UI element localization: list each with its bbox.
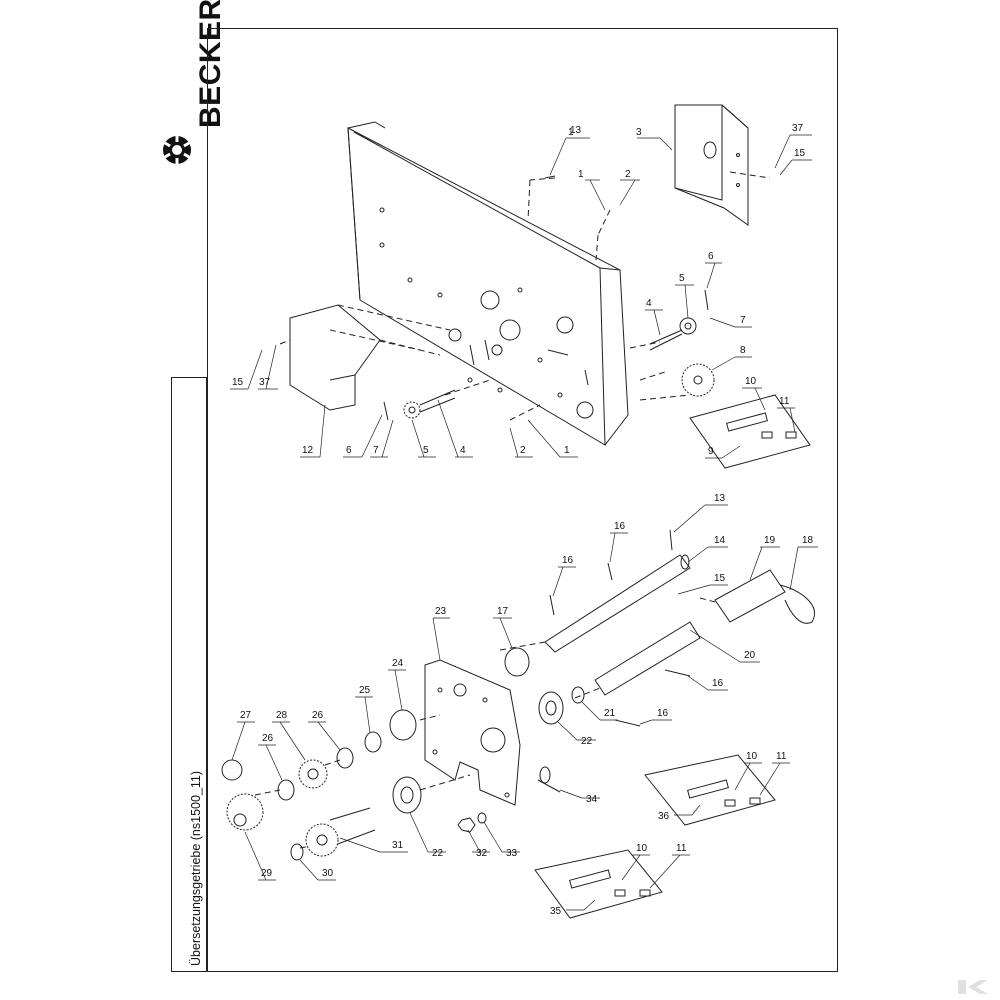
- part-label: 7: [740, 315, 746, 326]
- housing-part-19: [714, 569, 815, 624]
- part-label: 22: [581, 736, 593, 747]
- bolt-part-34: [537, 766, 561, 793]
- part-label: 28: [276, 710, 288, 721]
- spacer-part-26-right: [336, 747, 354, 769]
- shaft-part-20: [594, 621, 701, 696]
- part-label: 31: [392, 840, 404, 851]
- part-label: 29: [261, 868, 273, 879]
- bearing-part-22-upper: [538, 691, 564, 725]
- part-label: 14: [714, 535, 726, 546]
- part-label: 7: [373, 445, 379, 456]
- brand-logo: [160, 0, 194, 175]
- part-label: 6: [708, 251, 714, 262]
- part-label: 16: [562, 555, 574, 566]
- part-label: 20: [744, 650, 756, 661]
- part-label: 16: [657, 708, 669, 719]
- part-label: 9: [708, 446, 714, 457]
- chain-kit-35: [534, 849, 663, 919]
- sprocket-part-5-left: [383, 389, 456, 421]
- ring-part-30: [290, 843, 304, 861]
- sprocket-part-5-right: [649, 289, 709, 351]
- part-label: 37: [792, 123, 804, 134]
- cover-part-12: [289, 304, 381, 411]
- part-label: 33: [506, 848, 518, 859]
- part-label: 10: [745, 376, 757, 387]
- part-label: 15: [714, 573, 726, 584]
- leader-lines: [230, 134, 818, 911]
- cover-part-3: [674, 104, 749, 226]
- part-label: 2: [520, 445, 526, 456]
- part-label: 32: [476, 848, 488, 859]
- part-label: 3: [636, 127, 642, 138]
- part-label: 4: [646, 298, 652, 309]
- bushing-part-17: [504, 647, 530, 677]
- part-label: 13: [714, 493, 726, 504]
- part-label: 8: [740, 345, 746, 356]
- part-label: 10: [746, 751, 758, 762]
- part-label: 1: [578, 169, 584, 180]
- pin-part-27: [221, 759, 243, 781]
- chain-kit-36: [644, 754, 776, 826]
- part-label: 13: [570, 125, 582, 136]
- sprocket-part-28: [298, 759, 328, 789]
- sprocket-part-31: [305, 807, 376, 857]
- upper-part-labels: 1 1 2 3 4 5 6 7 8 9 10 11 12 13 15 37 15…: [232, 123, 806, 457]
- part-label: 18: [802, 535, 814, 546]
- sprocket-part-29: [226, 793, 264, 831]
- part-label: 21: [604, 708, 616, 719]
- nut-part-32: [457, 817, 476, 833]
- lower-part-labels: 10 11 13 14 15 16 16 16 16 17 18 19 20 2…: [240, 493, 814, 917]
- sprocket-part-8: [681, 363, 715, 397]
- part-label: 12: [302, 445, 314, 456]
- title-strip: [171, 377, 207, 972]
- part-label: 5: [679, 273, 685, 284]
- part-label: 10: [636, 843, 648, 854]
- corner-mark-icon: [958, 980, 988, 994]
- part-label: 25: [359, 685, 371, 696]
- part-label: 1: [568, 127, 574, 138]
- part-label: 16: [712, 678, 724, 689]
- chain-kit-9: [689, 394, 811, 469]
- part-label: 5: [423, 445, 429, 456]
- part-label: 1: [564, 445, 570, 456]
- spacer-part-26-left: [277, 779, 295, 801]
- part-label: 35: [550, 906, 562, 917]
- brand-emblem-icon: [163, 136, 191, 164]
- part-label: 26: [312, 710, 324, 721]
- bearing-part-22-lower: [392, 776, 422, 814]
- drawing-frame: [207, 28, 838, 972]
- bushing-part-24: [389, 709, 417, 741]
- part-label: 36: [658, 811, 670, 822]
- part-label: 37: [259, 377, 271, 388]
- washer-part-33: [477, 812, 487, 824]
- side-plate: [347, 121, 629, 446]
- part-label: 17: [497, 606, 509, 617]
- part-label: 22: [432, 848, 444, 859]
- part-label: 2: [625, 169, 631, 180]
- part-label: 24: [392, 658, 404, 669]
- plate-part-23: [424, 659, 521, 806]
- part-label: 11: [779, 396, 790, 407]
- shaft-part-14: [544, 554, 691, 653]
- part-label: 27: [240, 710, 252, 721]
- part-label: 26: [262, 733, 274, 744]
- part-label: 23: [435, 606, 447, 617]
- part-label: 34: [586, 794, 598, 805]
- bushing-part-25: [364, 731, 382, 753]
- part-label: 11: [776, 751, 787, 762]
- part-label: 15: [794, 148, 806, 159]
- part-label: 11: [676, 843, 687, 854]
- part-label: 4: [460, 445, 466, 456]
- part-label: 6: [346, 445, 352, 456]
- part-label: 19: [764, 535, 776, 546]
- part-label: 30: [322, 868, 334, 879]
- part-label: 15: [232, 377, 244, 388]
- ring-part-21: [571, 686, 585, 704]
- part-label: 16: [614, 521, 626, 532]
